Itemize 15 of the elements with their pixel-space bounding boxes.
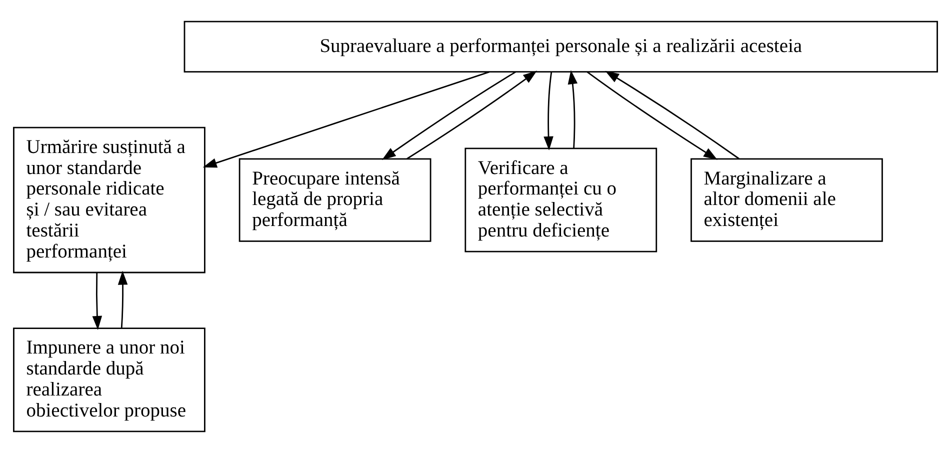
- node-box: Impunere a unor noi standarde după realizarea obiectivelor propuse: [13, 327, 206, 432]
- arrow: [568, 70, 578, 148]
- node-box: Verificare a performanței cu o atenție selectivă pentru deficiențe: [464, 147, 658, 252]
- arrow: [202, 70, 490, 168]
- arrow: [586, 70, 718, 160]
- node-box: Preocupare intensă legată de propria performanță: [238, 158, 432, 242]
- arrow: [118, 270, 128, 328]
- node-box: Supraevaluare a performanței personale și a realizării acesteia: [184, 20, 938, 72]
- arrow: [605, 70, 740, 159]
- arrow: [382, 70, 516, 160]
- arrow: [92, 272, 102, 330]
- node-box: Marginalizare a altor domenii ale existenței: [690, 158, 883, 242]
- arrow: [544, 72, 554, 150]
- arrow: [406, 70, 538, 159]
- node-box: Urmărire susținută a unor standarde personale ridicate și / sau evitarea testării performanței: [13, 126, 206, 273]
